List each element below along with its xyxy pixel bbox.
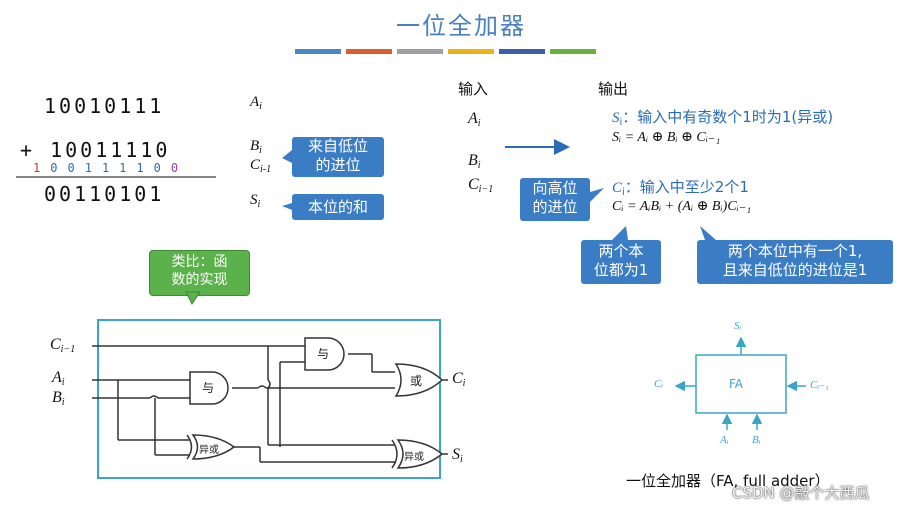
- s-formula: Sᵢ = Aᵢ ⊕ Bᵢ ⊕ Cᵢ₋₁: [612, 130, 721, 145]
- callout-one-and-carry: 两个本位中有一个1, 且来自低位的进位是1: [697, 240, 893, 284]
- callout-sum-bit: 本位的和: [292, 194, 384, 220]
- carry-digit: 1: [33, 161, 51, 175]
- pointer-high-carry: [590, 188, 604, 202]
- carry-row: 100111100: [33, 161, 188, 175]
- carry-digit: 0: [153, 161, 171, 175]
- color-bar-1: [295, 49, 341, 54]
- watermark: CSDN @敲个大西瓜: [732, 484, 870, 502]
- circuit-wires: [92, 345, 448, 463]
- operand-b: + 10011110: [20, 138, 171, 162]
- operand-a: 10010111: [44, 94, 165, 118]
- fa-bottom-b-label: Bᵢ: [752, 434, 761, 446]
- fa-caption: 一位全加器（FA, full adder）: [626, 472, 830, 490]
- callout-both-one: 两个本 位都为1: [581, 240, 661, 284]
- color-bar-6: [550, 49, 596, 54]
- s-description: Si：输入中有奇数个1时为1(异或): [612, 108, 834, 128]
- circuit-in-c: Ci−1: [50, 336, 76, 355]
- gate-and2-label: 与: [317, 347, 330, 361]
- color-bar-3: [397, 49, 443, 54]
- circuit-frame: [97, 319, 441, 479]
- fa-left-label: Cᵢ: [654, 378, 664, 390]
- gate-xor1-label: 异或: [199, 445, 219, 456]
- fa-bottom-a-label: Aᵢ: [720, 434, 729, 446]
- label-si: Si: [250, 192, 261, 210]
- c-formula: Cᵢ = AᵢBᵢ + (Aᵢ ⊕ Bᵢ)Cᵢ₋₁: [612, 199, 752, 214]
- callout-low-carry: 来自低位 的进位: [292, 137, 384, 177]
- carry-digit: 0: [170, 161, 189, 175]
- gate-xor2-label: 异或: [404, 452, 424, 463]
- pointer-sum-bit: [282, 203, 292, 210]
- gate-or-label: 或: [410, 374, 423, 388]
- io-input-a: Ai: [468, 110, 481, 129]
- sum-result: 00110101: [44, 182, 165, 206]
- gate-and1-label: 与: [202, 381, 215, 395]
- carry-digit: 0: [67, 161, 85, 175]
- io-input-b: Bi: [468, 152, 481, 171]
- label-ai: Ai: [250, 94, 262, 112]
- carry-digit: 1: [101, 161, 120, 175]
- circuit-out-c: Ci: [452, 370, 466, 389]
- pointer-analogy: [185, 291, 201, 305]
- callout-analogy: 类比：函 数的实现: [149, 250, 250, 296]
- fa-right-label: Cᵢ₋₁: [810, 379, 829, 391]
- pointer-low-carry: [282, 150, 292, 163]
- c-description: Ci：输入中至少2个1: [612, 178, 749, 198]
- fa-label: FA: [729, 377, 744, 391]
- page-title: 一位全加器: [396, 12, 526, 40]
- xor-gate-1: [191, 434, 236, 460]
- color-bar-4: [448, 49, 494, 54]
- io-input-c: Ci−1: [468, 176, 494, 195]
- fa-block: [674, 336, 806, 430]
- circuit-in-b: Bi: [52, 389, 65, 408]
- or-gate: [394, 363, 444, 397]
- carry-digit: 1: [84, 161, 102, 175]
- label-bi: Bi: [250, 138, 262, 156]
- callout-high-carry: 向高位 的进位: [520, 178, 590, 221]
- color-bar-5: [499, 49, 545, 54]
- label-ci-1: Ci-1: [250, 157, 272, 175]
- color-bar-2: [346, 49, 392, 54]
- circuit-out-s: Si: [452, 446, 463, 465]
- sum-line: [16, 176, 216, 178]
- carry-digit: 0: [50, 161, 68, 175]
- output-heading: 输出: [598, 80, 629, 98]
- input-heading: 输入: [458, 80, 489, 98]
- xor-gate-2: [396, 439, 444, 469]
- carry-digit: 1: [119, 161, 137, 175]
- circuit-in-a: Ai: [52, 369, 65, 388]
- pointer-both-one: [612, 226, 628, 240]
- and-gate-1: [189, 371, 229, 405]
- fa-top-label: Sᵢ: [734, 320, 742, 332]
- and-gate-2: [304, 337, 345, 371]
- carry-digit: 1: [136, 161, 154, 175]
- pointer-one-and-carry: [700, 226, 716, 240]
